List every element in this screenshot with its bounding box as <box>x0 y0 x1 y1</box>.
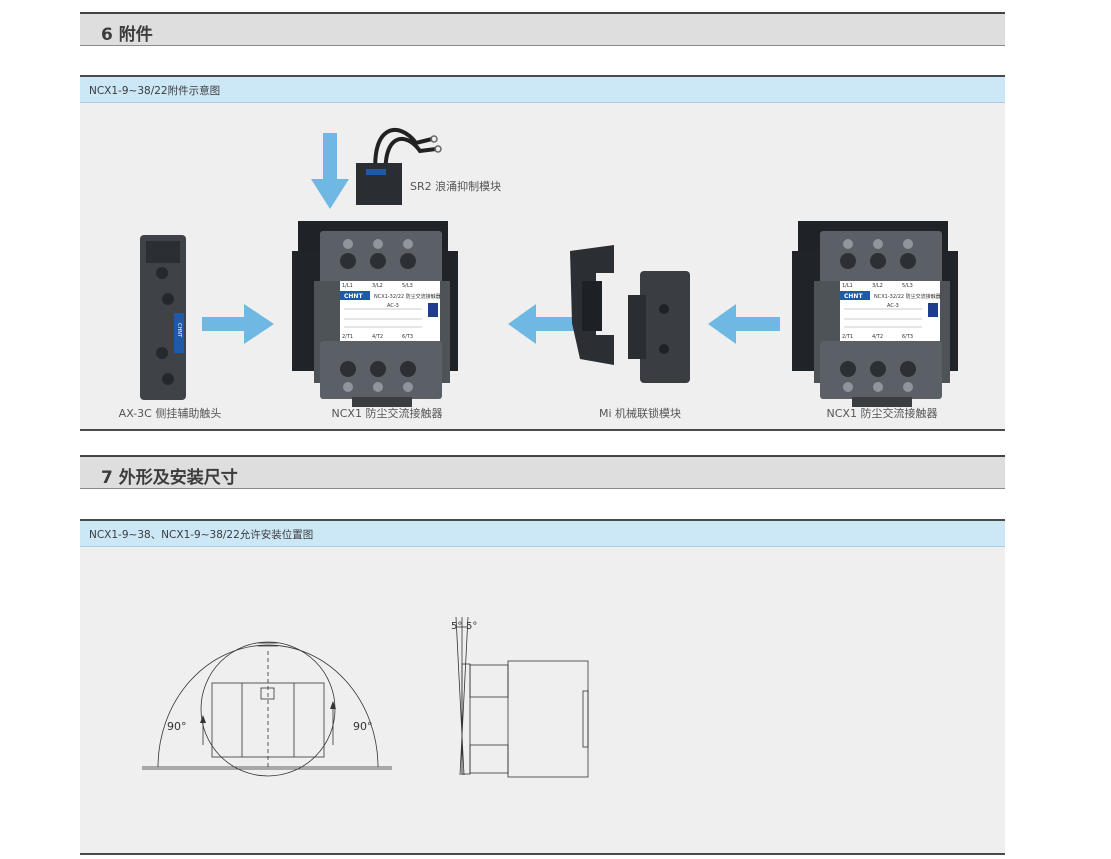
surge-label: SR2 浪涌抑制模块 <box>410 179 501 193</box>
accessories-panel: NCX1-9~38/22附件示意图 <box>80 75 1005 431</box>
svg-text:2/T1: 2/T1 <box>342 334 353 340</box>
svg-text:1/L1: 1/L1 <box>342 283 353 289</box>
angle-right-label: 90° <box>353 720 373 733</box>
mounting-caption-bar: NCX1-9~38、NCX1-9~38/22允许安装位置图 <box>80 521 1005 547</box>
svg-text:2/T1: 2/T1 <box>842 334 853 340</box>
section-7-title: 7 外形及安装尺寸 <box>101 468 238 488</box>
svg-text:AC-3: AC-3 <box>387 303 399 309</box>
svg-text:4/T2: 4/T2 <box>372 334 383 340</box>
svg-text:1/L1: 1/L1 <box>842 283 853 289</box>
svg-text:3/L2: 3/L2 <box>872 283 883 289</box>
arrow-contactor-to-interlock-icon <box>708 304 780 344</box>
tilt-right-label: 5° <box>466 621 477 632</box>
arrow-interlock-to-contactor-icon <box>508 304 580 344</box>
aux-contact-image: CHNT <box>140 235 186 400</box>
section-6-header: 6 附件 <box>80 12 1005 46</box>
front-view-drawing <box>142 641 392 777</box>
section-6-title: 6 附件 <box>101 25 153 45</box>
svg-text:3/L2: 3/L2 <box>372 283 383 289</box>
svg-text:4/T2: 4/T2 <box>872 334 883 340</box>
mounting-panel: NCX1-9~38、NCX1-9~38/22允许安装位置图 90° 90° <box>80 519 1005 855</box>
angle-left-label: 90° <box>167 720 187 733</box>
mounting-diagram: 90° 90° 5° 5° <box>142 616 589 778</box>
svg-text:CHNT: CHNT <box>344 293 363 300</box>
main-contactor-image: CHNT NCX1-32/22 防尘交流接触器 1/L1 3/L2 5/L3 A… <box>291 220 459 408</box>
side-view-drawing <box>455 616 589 778</box>
right-contactor-label: NCX1 防尘交流接触器 <box>826 407 938 420</box>
section-7-header: 7 外形及安装尺寸 <box>80 455 1005 489</box>
interlock-module-image <box>570 245 690 383</box>
mounting-caption: NCX1-9~38、NCX1-9~38/22允许安装位置图 <box>89 529 314 541</box>
aux-contact-label: AX-3C 侧挂辅助触头 <box>118 407 222 420</box>
main-contactor-label: NCX1 防尘交流接触器 <box>331 407 443 420</box>
svg-text:6/T3: 6/T3 <box>402 334 413 340</box>
right-contactor-image: CHNT NCX1-32/22 防尘交流接触器 1/L1 3/L2 5/L3 A… <box>791 220 959 408</box>
svg-text:NCX1-32/22 防尘交流接触器: NCX1-32/22 防尘交流接触器 <box>874 293 941 300</box>
svg-text:NCX1-32/22 防尘交流接触器: NCX1-32/22 防尘交流接触器 <box>374 293 441 300</box>
tilt-left-label: 5° <box>451 621 462 632</box>
svg-text:5/L3: 5/L3 <box>402 283 413 289</box>
surge-module-image <box>356 127 442 205</box>
accessories-caption: NCX1-9~38/22附件示意图 <box>89 85 221 97</box>
svg-text:AC-3: AC-3 <box>887 303 899 309</box>
svg-text:5/L3: 5/L3 <box>902 283 913 289</box>
accessories-caption-bar: NCX1-9~38/22附件示意图 <box>80 77 1005 103</box>
arrow-up-right-icon <box>330 701 336 745</box>
accessories-illustration: CHNT CHNT NCX1-32/22 防尘交流接触器 1/L1 3/L2 5… <box>140 127 959 408</box>
svg-text:CHNT: CHNT <box>844 293 863 300</box>
svg-text:6/T3: 6/T3 <box>902 334 913 340</box>
aux-brand: CHNT <box>176 323 182 338</box>
arrow-up-left-icon <box>200 715 206 745</box>
arrow-down-icon <box>311 133 349 209</box>
arrow-aux-to-contactor-icon <box>202 304 274 344</box>
interlock-label: Mi 机械联锁模块 <box>598 407 682 420</box>
